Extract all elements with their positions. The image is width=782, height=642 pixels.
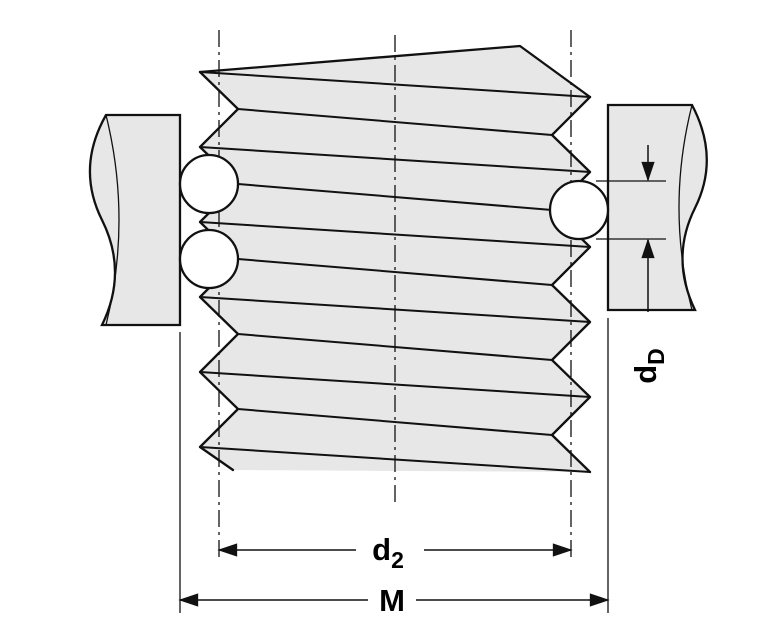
wire-diameter-label-subscript: D: [643, 348, 669, 365]
right-anvil: [606, 103, 708, 312]
right-anvil-break-line: [678, 104, 693, 311]
wire-diameter-label: dD: [628, 348, 669, 384]
measuring-wires: [178, 153, 610, 290]
centerlines: [218, 30, 572, 562]
right-anvil-body: [606, 103, 708, 312]
pitch-diameter-label-subscript: 2: [391, 547, 404, 573]
thread-top-edge: [198, 44, 592, 99]
wire-diameter-label-base: d: [628, 365, 663, 384]
left-anvil-break-line: [105, 114, 120, 326]
dimension-wire-diameter: dD: [596, 145, 669, 384]
left-anvil-body: [88, 113, 182, 327]
measuring-wire-left-lower: [178, 228, 240, 290]
over-wires-label-mask: [368, 582, 416, 618]
thread-root-line: [237, 408, 553, 436]
pitch-diameter-label-mask: [356, 528, 424, 568]
thread-crest-line: [199, 371, 591, 398]
pitch-diameter-label-base: d: [372, 532, 391, 567]
thread-root-line: [237, 108, 553, 136]
thread-root-line: [237, 258, 553, 286]
over-wires-label-base: M: [379, 583, 405, 618]
thread-crest-line: [199, 71, 591, 98]
thread-crest-line: [199, 221, 591, 248]
pitch-diameter-label: d2: [372, 532, 404, 573]
dimension-over-wires: M: [178, 318, 610, 618]
left-anvil: [88, 113, 182, 327]
over-wires-label: M: [379, 583, 405, 618]
dimension-pitch-diameter: d2: [217, 528, 573, 573]
measuring-wire-left-upper: [178, 153, 240, 215]
measuring-wire-right: [548, 179, 610, 241]
